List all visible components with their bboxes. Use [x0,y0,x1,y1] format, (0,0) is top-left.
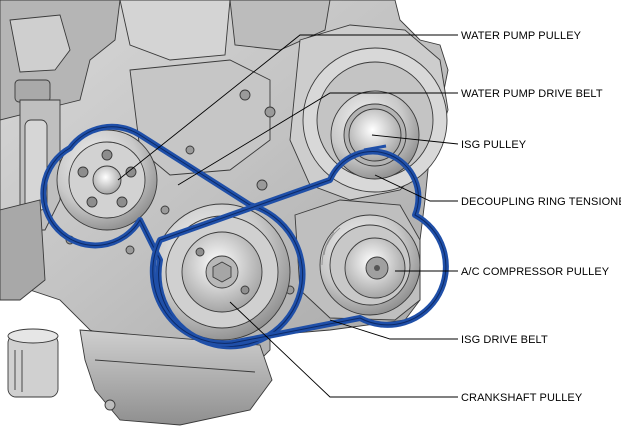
crankshaft-pulley [153,203,291,341]
label-ac-compressor-pulley: A/C COMPRESSOR PULLEY [461,266,610,278]
leader-water-pump-pulley [117,34,458,181]
leader-decoupling-ring-tensioner [374,174,458,202]
oil-filter [7,328,59,398]
label-water-pump-drive-belt: WATER PUMP DRIVE BELT [461,88,603,100]
leader-isg-pulley [371,134,459,145]
water-pump-pulley [56,129,158,231]
leader-lines [117,34,459,398]
leader-isg-drive-belt [329,319,458,340]
isg-drive-belt [149,148,449,347]
callout-labels: WATER PUMP PULLEY WATER PUMP DRIVE BELT … [461,30,621,404]
ac-pulley-grooves [321,227,341,266]
leader-crankshaft-pulley [229,301,458,398]
oil-pan [79,329,273,426]
leader-water-pump-drive-belt [177,92,458,186]
label-decoupling-ring-tensioner: DECOUPLING RING TENSIONER [461,196,621,208]
ac-compressor-pulley [319,214,421,316]
label-isg-drive-belt: ISG DRIVE BELT [461,334,548,346]
water-pump-bolt-holes [77,149,137,208]
label-water-pump-pulley: WATER PUMP PULLEY [461,30,582,42]
label-crankshaft-pulley: CRANKSHAFT PULLEY [461,392,583,404]
label-isg-pulley: ISG PULLEY [461,139,527,151]
